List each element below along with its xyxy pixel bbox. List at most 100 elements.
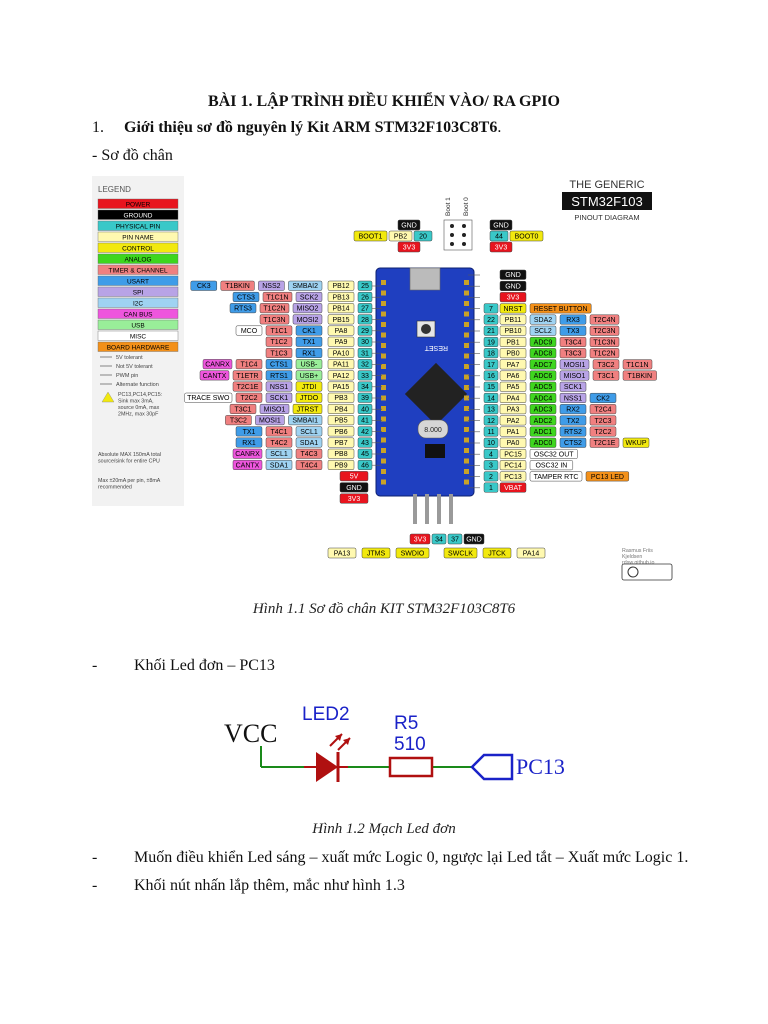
left-fn-jtrst-label: JTRST: [297, 406, 320, 413]
cc-circle-icon: [627, 566, 639, 578]
mcu-chip: [404, 362, 468, 426]
right-fn-sda2-label: SDA2: [534, 317, 552, 324]
left-pin-pa12-box: [327, 370, 355, 381]
swd-right-jtck-box: [482, 547, 512, 559]
left-fn-smbai1-box: [288, 415, 323, 426]
left-fn-miso1-label: MISO1: [264, 406, 286, 413]
right-phys-7-box: [483, 303, 499, 314]
left-fn-sck1-box: [265, 392, 293, 403]
left-fn-mco-label: MCO: [241, 328, 258, 335]
right-fn-adc1-box: [529, 426, 557, 437]
left-fn-t3c2-label: T3C2: [230, 418, 247, 425]
swd-gnd-box: [463, 533, 485, 545]
right-header-pin: [464, 343, 469, 348]
right-fn-adc1-label: ADC1: [534, 429, 553, 436]
right-phys-21-label: 21: [487, 328, 495, 335]
left-fn-cantx-label: CANTX: [203, 373, 227, 380]
swd-right-pa14-label: PA14: [523, 551, 540, 558]
right-header-pin: [464, 311, 469, 317]
left-fn-cts3-box: [232, 291, 260, 302]
left-fn-ck1-label: CK1: [302, 328, 316, 335]
right-fn-adc0-label: ADC0: [534, 440, 553, 447]
left-fn-sda1-box: [295, 437, 323, 448]
right-fn-t3c4-box: [559, 336, 587, 347]
left-fn-cantx-label: CANTX: [236, 462, 260, 469]
left-power-5v-label: 5V: [350, 474, 359, 481]
right-phys-22-label: 22: [487, 317, 495, 324]
jumper-pin: [462, 242, 466, 246]
left-pin-pa15-box: [327, 381, 355, 392]
left-header-pin: [381, 343, 386, 348]
usb-connector: [409, 267, 441, 291]
right-pin-pb0-label: PB0: [506, 351, 519, 358]
swd-left-jtms-label: JTMS: [367, 551, 386, 558]
left-fn-tx1-label: TX1: [243, 429, 256, 436]
section-title: Giới thiệu sơ đồ nguyên lý Kit ARM STM32…: [124, 119, 498, 136]
right-fn-t1c1n-label: T1C1N: [626, 362, 648, 369]
left-pin-pb14-label: PB14: [332, 306, 349, 313]
right-fn-adc0-box: [529, 437, 557, 448]
left-fn-rts1-label: RTS1: [270, 373, 288, 380]
jumper-pin: [450, 224, 454, 228]
left-fn-t1etr-box: [232, 370, 263, 381]
left-fn-t4c3-label: T4C3: [300, 451, 317, 458]
left-header-pin: [381, 364, 386, 369]
legend-swatch-pin-name: [97, 231, 179, 242]
bullet-button: - Khối nút nhấn lắp thêm, mắc như hình 1.…: [92, 877, 405, 895]
right-fn-adc6-box: [529, 370, 557, 381]
right-pin-pa3-box: [499, 404, 527, 415]
right-pin-pa2-box: [499, 415, 527, 426]
left-fn-cts3-label: CTS3: [237, 294, 255, 301]
port-symbol: [470, 753, 514, 781]
swd-left-pa13-label: PA13: [334, 551, 351, 558]
brand-line-3: PINOUT DIAGRAM: [574, 213, 639, 222]
vcc-label: VCC: [224, 719, 277, 748]
left-fn-t1c3n-label: T1C3N: [263, 317, 285, 324]
right-fn-t1c3n-box: [589, 336, 620, 347]
top-right-3v3-label: 3V3: [495, 245, 508, 252]
left-phys-28-label: 28: [361, 317, 369, 324]
crystal: [417, 419, 449, 439]
right-phys-16-label: 16: [487, 373, 495, 380]
left-fn-t2c2-box: [235, 392, 263, 403]
legend-label-can-bus: CAN BUS: [124, 312, 154, 319]
legend-swatch-misc: [97, 330, 179, 341]
left-fn-t1c3-box: [265, 347, 293, 358]
right-phys-15-label: 15: [487, 384, 495, 391]
bullet-dash: -: [92, 877, 98, 894]
left-fn-canrx-box: [232, 448, 263, 459]
left-header-pin: [381, 385, 386, 390]
left-phys-27-label: 27: [361, 306, 369, 313]
right-fn-t3c4-label: T3C4: [564, 339, 581, 346]
right-phys-2-label: 2: [489, 474, 493, 481]
left-fn-t1c2n-box: [259, 303, 290, 314]
right-fn-t2c2-label: T2C2: [594, 429, 611, 436]
right-phys-22-box: [483, 314, 499, 325]
right-fn-wkup-label: WKUP: [626, 440, 647, 447]
right-header-pin: [464, 437, 469, 443]
section-heading: 1. Giới thiệu sơ đồ nguyên lý Kit ARM ST…: [92, 119, 501, 137]
right-fn-adc2-box: [529, 415, 557, 426]
right-fn-tx3-box: [559, 325, 587, 336]
left-fn-t1c1-box: [265, 325, 293, 336]
top-left-boot1-box: [353, 230, 388, 242]
right-fn-t1c2n-label: T1C2N: [593, 351, 615, 358]
left-fn-rx1-label: RX1: [302, 350, 316, 357]
left-phys-41-label: 41: [361, 418, 369, 425]
left-header-pin: [381, 311, 386, 317]
right-pin-pb11-label: PB11: [505, 317, 522, 324]
left-header-pin: [381, 290, 386, 296]
left-pin-pa11-label: PA11: [333, 362, 349, 369]
left-fn-sck2-label: SCK2: [300, 294, 318, 301]
right-pin-3v3-box: [499, 292, 527, 303]
bullet-led-text: Khối Led đơn – PC13: [134, 657, 275, 674]
right-fn-t2c4n-label: T2C4N: [593, 317, 615, 324]
bullet-button-text: Khối nút nhấn lắp thêm, mắc như hình 1.3: [134, 877, 405, 894]
left-fn-canrx-box: [202, 359, 233, 370]
left-fn-t3c1-label: T3C1: [234, 406, 251, 413]
right-header-pin: [464, 427, 469, 432]
legend-title: LEGEND: [98, 185, 131, 194]
port-label: PC13: [516, 754, 565, 779]
right-pin-pb11-box: [499, 314, 527, 325]
swd-3v3-box: [409, 533, 431, 545]
